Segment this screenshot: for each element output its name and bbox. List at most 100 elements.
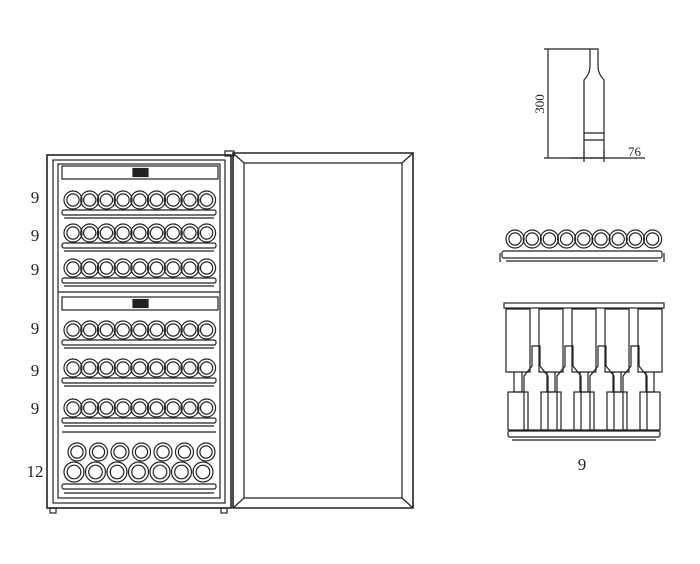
bottle-end [63, 398, 83, 418]
bottle-height-label: 300 [532, 94, 547, 114]
bottle-end [163, 190, 183, 210]
bottle-end [130, 258, 150, 278]
shelf-row-4 [61, 320, 217, 349]
shelf-count-label-1: 9 [31, 188, 40, 207]
bottle-end [96, 258, 117, 278]
bottle-end [146, 223, 167, 243]
bottle-end [113, 398, 133, 418]
bottle-end [130, 320, 150, 340]
shelf-rail [61, 277, 217, 284]
bottle-end [63, 320, 83, 340]
bottle-end [80, 320, 100, 340]
bottle-end [113, 223, 133, 243]
bottle-end [146, 258, 167, 278]
detail-bottle-end [591, 229, 611, 249]
shelf-rail [61, 242, 217, 249]
bottle-end [80, 358, 100, 378]
bottle-end [80, 398, 100, 418]
bottle-end [163, 223, 183, 243]
open-door [232, 152, 414, 509]
bottle-dimension-figure [544, 48, 645, 162]
shelf-row-bottom [61, 431, 217, 494]
shelf-count-label-4: 9 [31, 319, 40, 338]
bottle-end-back [196, 442, 216, 462]
bottle-end [146, 190, 167, 210]
bottle-end [113, 358, 133, 378]
bottle-end-back [88, 442, 109, 462]
bottle-end [180, 320, 200, 340]
bottle-end [197, 358, 217, 378]
bottle-end [130, 358, 150, 378]
bottle-end [80, 223, 100, 243]
side-bottle-base [606, 391, 628, 431]
bottle-end [163, 258, 183, 278]
shelf-row-1 [61, 190, 217, 219]
shelf-count-label-3: 9 [31, 260, 40, 279]
detail-bottle-end [505, 229, 525, 249]
bottle-end [96, 190, 117, 210]
bottle-end-front [106, 461, 128, 483]
shelf-row-3 [61, 258, 217, 287]
bottle-end [63, 223, 83, 243]
shelf-detail-view [499, 229, 665, 262]
bottle-end [197, 190, 217, 210]
bottle-end [113, 320, 133, 340]
bottle-end [146, 398, 167, 418]
bottle-end [197, 320, 217, 340]
detail-bottle-end [608, 229, 628, 249]
bottle-end-front [84, 461, 107, 483]
bottle-end [80, 190, 100, 210]
side-bottle-body-top [637, 308, 663, 373]
side-bottle-body-top [505, 308, 531, 373]
bottle-end [180, 258, 200, 278]
shelf-count-label-2: 9 [31, 226, 40, 245]
bottle-end [146, 320, 167, 340]
side-bottle-base [573, 391, 595, 431]
bottle-end-back [153, 442, 173, 462]
side-bottle-base [507, 391, 529, 431]
side-bottle-base [540, 391, 562, 431]
bottle-end [113, 258, 133, 278]
bottle-end [130, 190, 150, 210]
shelf-count-label-5: 9 [31, 361, 40, 380]
bottle-end-back [110, 442, 130, 462]
shelf-rail [61, 339, 217, 346]
shelf-count-label-6: 9 [31, 399, 40, 418]
side-bottle-body-top [571, 308, 597, 373]
bottle-end [197, 258, 217, 278]
shelf-rail [61, 483, 217, 490]
bottle-end-back [131, 442, 152, 462]
side-bottle-neck-top [513, 372, 523, 393]
shelf-row-2 [61, 223, 217, 252]
bottle-end [63, 258, 83, 278]
detail-bottle-end [556, 229, 577, 249]
bottle-end [180, 398, 200, 418]
detail-bottle-end [522, 229, 542, 249]
bottle-end [163, 320, 183, 340]
bottle-end-front [63, 461, 85, 483]
control-panel-upper [61, 165, 219, 180]
bottle-end [197, 398, 217, 418]
bottle-end [130, 398, 150, 418]
bottle-end-front [149, 461, 171, 483]
shelf-row-5 [61, 358, 217, 387]
bottle-end [96, 398, 117, 418]
shelves [61, 190, 217, 494]
bottle-end [180, 223, 200, 243]
side-bottle-body-top [538, 308, 564, 373]
bottle-end [63, 358, 83, 378]
cabinet-body [46, 150, 235, 514]
bottle-outline [583, 48, 605, 159]
control-panel-lower [61, 296, 219, 311]
detail-bottle-end [625, 229, 646, 249]
bottle-diameter-label: 76 [628, 144, 642, 159]
bottle-end-back [67, 442, 87, 462]
bottle-end-front [127, 461, 150, 483]
detail-bottle-end [539, 229, 560, 249]
bottle-end [163, 398, 183, 418]
shelf-side-view [503, 302, 665, 441]
shelf-rail [61, 209, 217, 216]
shelf-rail [61, 377, 217, 384]
